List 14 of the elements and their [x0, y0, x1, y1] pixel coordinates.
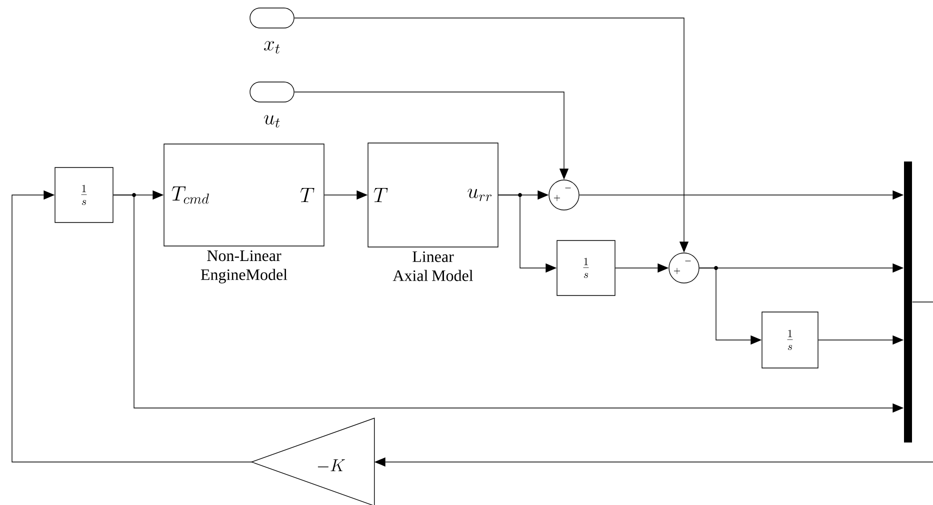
sum-junction: $+$ $-$	[548, 180, 580, 210]
integrator-block: $\frac{1}{s}$	[556, 240, 616, 296]
node-label: $u_t$	[264, 115, 280, 128]
engine-model-block: $T_{cmd}$ $T$ Non-Linear EngineModel	[164, 144, 324, 284]
input-terminal: $u_t$	[250, 82, 294, 128]
node-label: Linear Axial Model	[392, 251, 474, 282]
input-terminal: $x_t$	[250, 8, 294, 54]
sum-junction: $+$ $-$	[668, 252, 700, 284]
node-label: $x_t$	[264, 41, 280, 54]
node-label: Non-Linear EngineModel	[200, 250, 288, 284]
arrow	[12, 190, 252, 462]
axial-model-block: $T$ $u_{rr}$ Linear Axial Model	[368, 142, 498, 282]
integrator-block: $\frac{1}{s}$	[762, 312, 818, 368]
integrator-block: $\frac{1}{s}$	[54, 167, 114, 223]
